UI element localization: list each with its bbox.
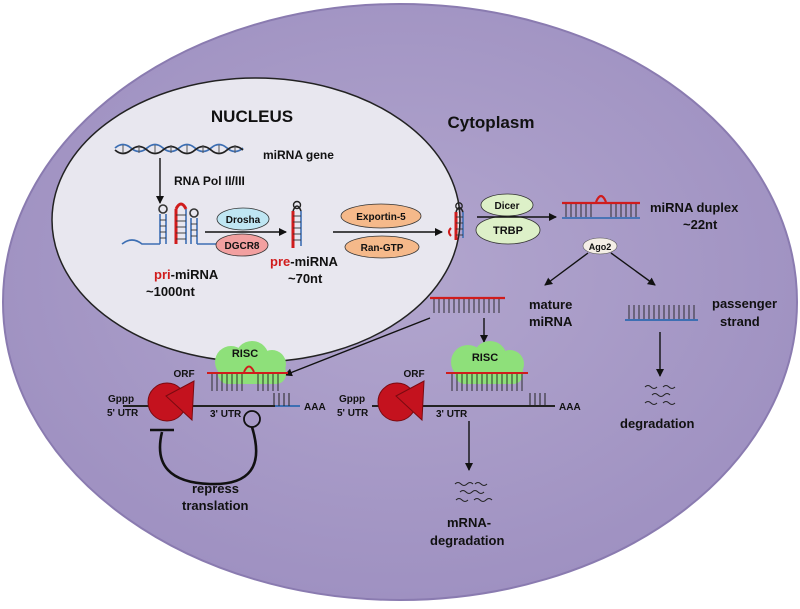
pri-suffix: -miRNA	[171, 267, 219, 282]
utr3-label-left: 3' UTR	[210, 409, 242, 420]
ran-gtp-protein	[344, 235, 420, 259]
dgcr8-protein	[215, 233, 269, 257]
passenger-degradation-label: degradation	[620, 416, 694, 431]
ribosome-middle	[377, 380, 425, 422]
bound-mirna-left	[207, 365, 288, 391]
arrow-to-passenger	[610, 252, 656, 286]
arrow-to-repression	[284, 317, 431, 377]
nucleus-title: NUCLEUS	[211, 107, 293, 126]
exportin-5-label: Exportin-5	[356, 212, 406, 223]
passenger-fragments	[644, 385, 676, 405]
bound-mirna-middle	[446, 372, 528, 391]
mrna-degradation-line1: mRNA-	[447, 515, 491, 530]
pre-mirna-label: pre-miRNA	[270, 254, 339, 269]
pre-mirna-size: ~70nt	[288, 271, 323, 286]
cytoplasmic-pre-mirna	[448, 202, 464, 240]
orf-label-middle: ORF	[403, 369, 424, 380]
passenger-label-line1: passenger	[712, 296, 777, 311]
exportin-5-protein	[340, 203, 422, 229]
mature-mirna-strand	[430, 296, 505, 313]
orf-label-left: ORF	[173, 369, 194, 380]
utr3-label-middle: 3' UTR	[436, 409, 468, 420]
mirna-duplex-label: miRNA duplex	[650, 200, 739, 215]
gppp-label-middle: Gppp	[339, 394, 365, 405]
pri-prefix: pri	[154, 267, 171, 282]
mirna-gene-helix	[114, 143, 244, 155]
polya-label-middle: AAA	[559, 402, 581, 413]
passenger-strand	[625, 305, 698, 321]
arrow-to-mature	[544, 252, 589, 286]
pre-mirna-hairpin	[291, 200, 302, 248]
passenger-label-line2: strand	[720, 314, 760, 329]
repress-label-line1: repress	[192, 481, 239, 496]
ribosome-left	[147, 380, 195, 422]
utr5-label-left: 5' UTR	[107, 408, 139, 419]
dgcr8-label: DGCR8	[224, 241, 259, 252]
mirna-duplex	[562, 194, 640, 219]
gppp-label-left: Gppp	[108, 394, 134, 405]
pre-prefix: pre	[270, 254, 290, 269]
risc-middle-label: RISC	[472, 352, 498, 364]
ran-gtp-label: Ran-GTP	[361, 243, 404, 254]
mrna-degradation-line2: degradation	[430, 533, 504, 548]
utr5-label-middle: 5' UTR	[337, 408, 369, 419]
risc-left-label: RISC	[232, 348, 258, 360]
pre-suffix: -miRNA	[290, 254, 338, 269]
repress-label-line2: translation	[182, 498, 249, 513]
pri-mirna-basepairs	[160, 214, 197, 240]
mirna-duplex-size: ~22nt	[683, 217, 718, 232]
trbp-label: TRBP	[493, 225, 523, 237]
pri-mirna-label: pri-miRNA	[154, 267, 219, 282]
mature-label-line2: miRNA	[529, 314, 573, 329]
repression-loop	[150, 410, 261, 486]
drosha-label: Drosha	[226, 215, 261, 226]
pri-mirna-size: ~1000nt	[146, 284, 195, 299]
cytoplasm-title: Cytoplasm	[448, 113, 535, 132]
polya-label-left: AAA	[304, 402, 326, 413]
mrna-fragments	[454, 482, 493, 502]
ago2-label: Ago2	[589, 242, 612, 252]
rna-pol-label: RNA Pol II/III	[174, 174, 245, 188]
trbp-protein	[475, 215, 541, 245]
drosha-enzyme	[216, 207, 270, 231]
dicer-label: Dicer	[494, 201, 519, 212]
mature-label-line1: mature	[529, 297, 572, 312]
mirna-gene-label: miRNA gene	[263, 148, 334, 162]
ago2-protein	[582, 237, 618, 255]
